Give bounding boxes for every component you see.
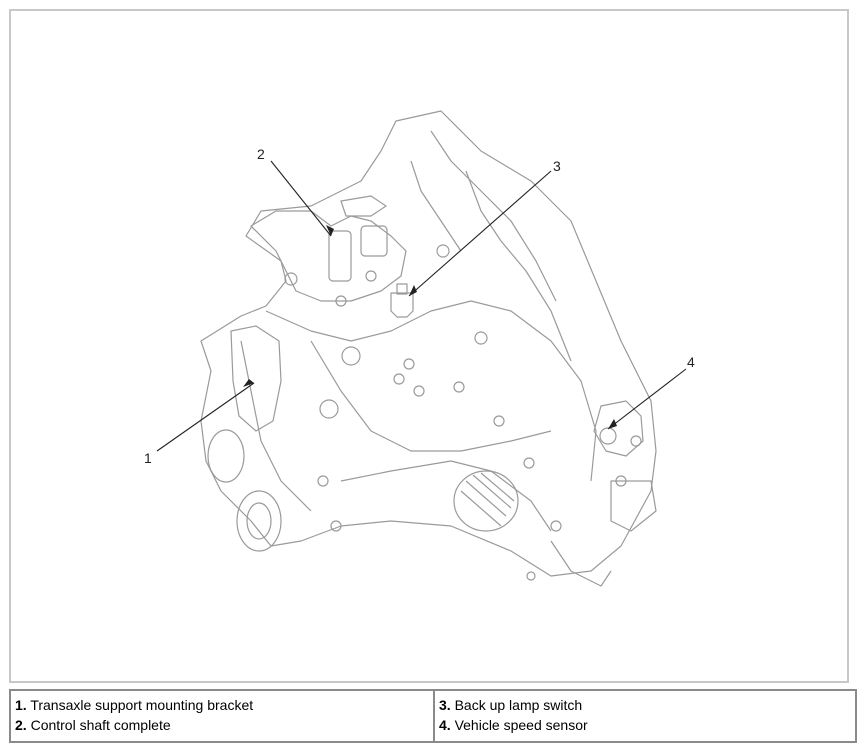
callout-1: 1 xyxy=(144,450,152,466)
leader-line-4 xyxy=(607,368,687,430)
parts-legend: 1. Transaxle support mounting bracket 2.… xyxy=(9,689,857,743)
legend-item-1: 1. Transaxle support mounting bracket xyxy=(15,697,254,713)
callout-4: 4 xyxy=(687,354,695,370)
callout-2: 2 xyxy=(257,146,265,162)
legend-item-2: 2. Control shaft complete xyxy=(15,717,171,733)
legend-column-right: 3. Back up lamp switch 4. Vehicle speed … xyxy=(435,691,855,741)
callout-arrowheads xyxy=(243,225,617,429)
legend-item-4: 4. Vehicle speed sensor xyxy=(439,717,588,733)
diagram-frame: 1 2 3 4 xyxy=(9,9,849,683)
legend-item-3: 3. Back up lamp switch xyxy=(439,697,583,713)
leader-line-3 xyxy=(408,170,552,297)
leader-line-2 xyxy=(270,160,332,237)
transaxle-illustration: 1 2 3 4 xyxy=(144,110,695,587)
callout-3: 3 xyxy=(553,158,561,174)
legend-column-left: 1. Transaxle support mounting bracket 2.… xyxy=(11,691,435,741)
transaxle-line-art xyxy=(200,110,657,587)
leader-line-1 xyxy=(156,382,255,452)
callout-leaders xyxy=(156,160,687,452)
